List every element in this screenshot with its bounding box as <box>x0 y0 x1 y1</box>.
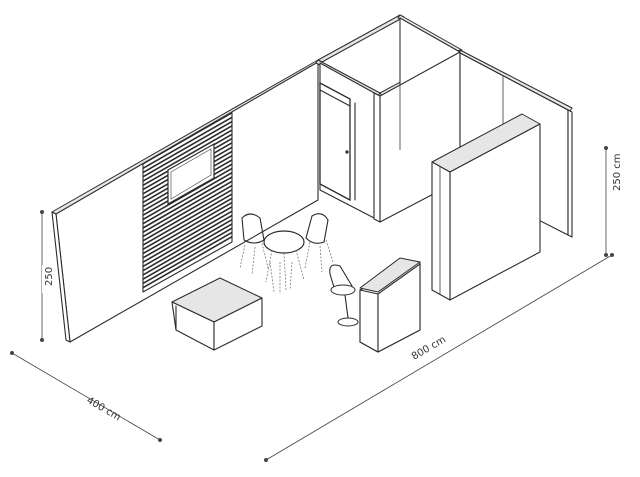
dimension-right-height: 250 cm <box>604 146 623 257</box>
wall-slat <box>142 189 233 242</box>
dimension-depth: 400 cm <box>10 351 162 442</box>
width-label: 800 cm <box>410 334 448 362</box>
chair-front <box>269 261 293 294</box>
right-height-label: 250 cm <box>612 153 623 191</box>
wall-window <box>167 142 215 206</box>
display-wall <box>431 113 541 301</box>
chair-right <box>304 213 334 273</box>
wall-slat <box>142 129 233 182</box>
wall-slat <box>142 193 233 246</box>
wall-slat <box>142 214 233 268</box>
wall-slat <box>142 172 233 225</box>
wall-slat <box>142 227 233 280</box>
reception-counter <box>359 257 421 353</box>
wall-slat <box>142 236 233 289</box>
wall-slat <box>142 167 233 221</box>
dimension-left-height: 250 <box>40 210 55 342</box>
wall-slat <box>142 184 233 238</box>
bar-stool <box>329 264 359 327</box>
bistro-set <box>239 213 334 294</box>
wall-slat <box>142 176 233 229</box>
low-cabinet <box>171 277 263 351</box>
wall-slat <box>142 210 233 263</box>
round-table <box>263 230 305 291</box>
wall-slat <box>142 231 233 285</box>
wall-slat <box>142 206 233 259</box>
left-height-label: 250 <box>44 267 55 286</box>
depth-label: 400 cm <box>85 395 123 423</box>
wall-slat <box>142 218 233 272</box>
wall-slat <box>142 180 233 233</box>
wall-slat <box>142 201 233 255</box>
wall-slat <box>142 116 233 169</box>
wall-slat <box>142 223 233 276</box>
wall-slat <box>142 197 233 251</box>
wall-slat <box>142 120 233 174</box>
wall-slat <box>142 125 233 178</box>
slatted-wall-panel <box>142 112 233 293</box>
